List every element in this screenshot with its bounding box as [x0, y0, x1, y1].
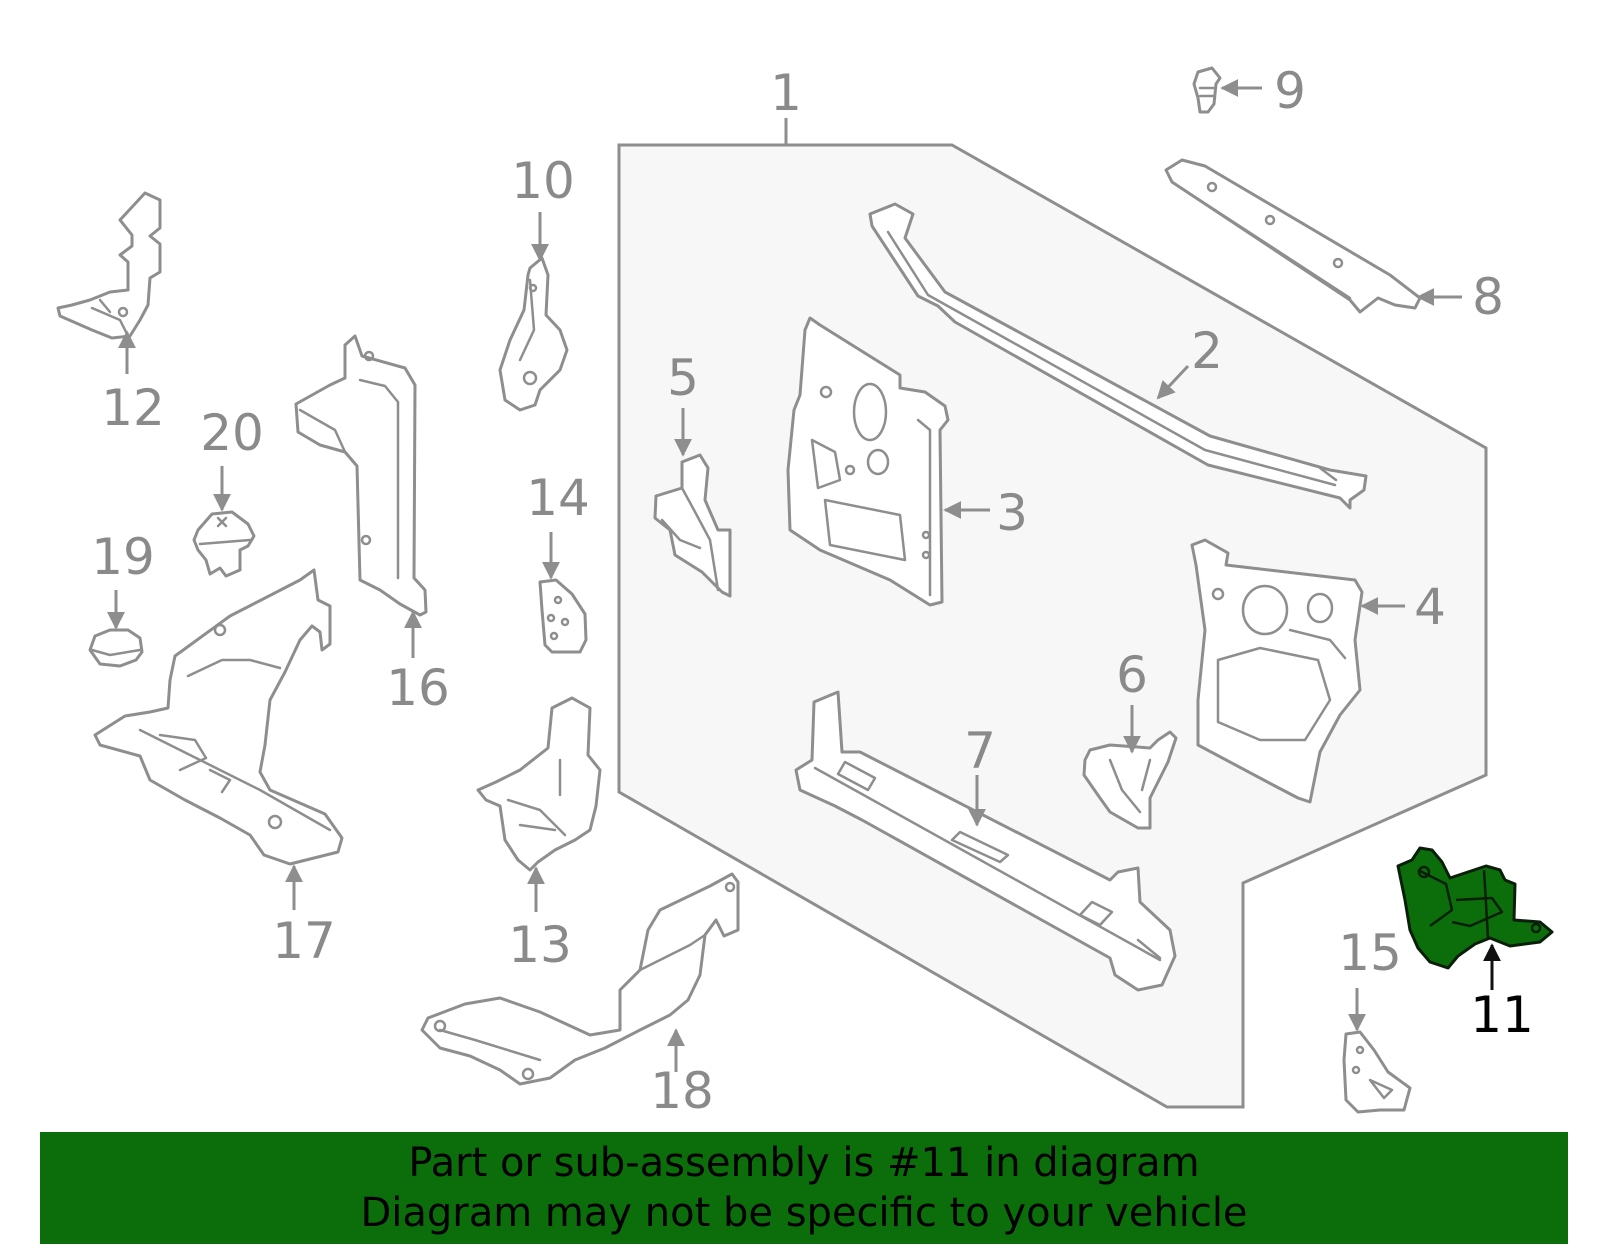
banner-line-2: Diagram may not be specific to your vehi…	[360, 1190, 1248, 1236]
callout-2: 2	[1191, 322, 1223, 380]
part-8-reinforcement[interactable]	[1164, 158, 1422, 314]
leader-2	[1156, 364, 1190, 400]
part-14-plate[interactable]	[538, 578, 588, 654]
part-15-plate[interactable]	[1342, 1030, 1412, 1114]
callout-18: 18	[650, 1062, 714, 1120]
callout-17: 17	[272, 912, 336, 970]
part-3-radiator-side-panel-left[interactable]	[786, 316, 950, 607]
part-17-bracket[interactable]	[93, 568, 344, 866]
callout-15: 15	[1338, 924, 1402, 982]
callout-5: 5	[667, 349, 699, 407]
part-13-bracket[interactable]	[476, 696, 602, 872]
callout-7: 7	[964, 722, 996, 780]
callout-9: 9	[1274, 62, 1306, 120]
part-18-bracket[interactable]	[420, 872, 740, 1086]
part-10-bracket[interactable]	[498, 256, 569, 412]
callout-19: 19	[91, 528, 155, 586]
part-9-clip[interactable]	[1192, 66, 1222, 114]
part-5-bracket[interactable]	[653, 453, 732, 598]
callout-11: 11	[1470, 986, 1534, 1044]
info-banner: Part or sub-assembly is #11 in diagram D…	[40, 1132, 1568, 1244]
part-12-bracket[interactable]	[56, 191, 162, 340]
callout-14: 14	[526, 469, 590, 527]
callout-10: 10	[511, 152, 575, 210]
callout-13: 13	[508, 916, 572, 974]
part-6-bracket[interactable]	[1082, 730, 1178, 830]
part-4-radiator-side-panel-right[interactable]	[1190, 538, 1364, 804]
callout-6: 6	[1116, 646, 1148, 704]
callout-1: 1	[770, 64, 802, 122]
part-2-upper-tie-bar[interactable]	[868, 202, 1368, 510]
part-19-cap[interactable]	[88, 628, 144, 668]
banner-line-1: Part or sub-assembly is #11 in diagram	[408, 1140, 1200, 1186]
part-7-lower-tie-bar[interactable]	[794, 690, 1177, 992]
callout-3: 3	[996, 484, 1028, 542]
callout-20: 20	[200, 404, 264, 462]
callout-8: 8	[1472, 268, 1504, 326]
part-20-clip[interactable]	[192, 510, 256, 578]
part-11-highlighted-bracket[interactable]	[1396, 846, 1554, 970]
callout-4: 4	[1414, 578, 1446, 636]
callout-12: 12	[101, 379, 165, 437]
part-16-bracket[interactable]	[294, 334, 428, 617]
callout-16: 16	[386, 659, 450, 717]
